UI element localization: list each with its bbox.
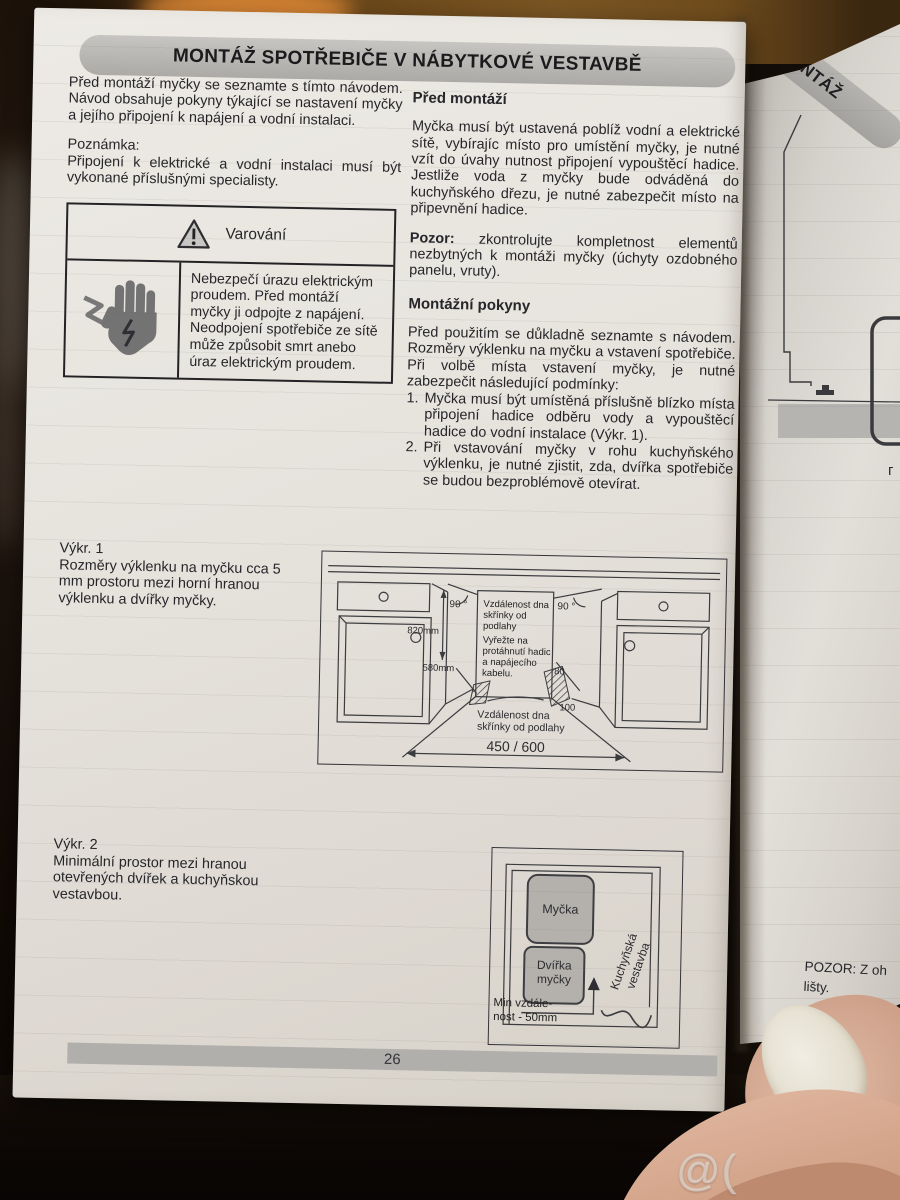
width-dim-label: 450 / 600 — [486, 738, 545, 755]
figure1-center-note: Vzdálenost dna skřínky od podlahy Vyřežt… — [482, 599, 560, 683]
instructions-intro: Před použitím se důkladně seznamte s náv… — [406, 324, 737, 394]
depth-dim-label: 580mm — [422, 663, 454, 675]
list-item: 1. Myčka musí být umístěná příslušně blí… — [406, 389, 735, 446]
list-item-number: 2. — [405, 439, 418, 456]
before-install-heading: Před montáží — [412, 89, 507, 109]
list-item-number: 1. — [406, 389, 419, 407]
manual-page: MONTÁŽ SPOTŘEBIČE V NÁBYTKOVÉ VESTAVBĚ P… — [12, 7, 747, 1112]
before-install-text: Myčka musí být ustavená poblíž vodní a e… — [410, 118, 741, 219]
instructions-heading: Montážní pokyny — [408, 295, 531, 315]
list-item-text: Při vstavování myčky v rohu kuchyňského … — [422, 439, 734, 493]
warning-body: Nebezpečí úrazu elektrickým proudem. Pře… — [64, 259, 393, 382]
warning-triangle-icon — [176, 218, 210, 249]
niche-dimensions-drawing: 90 ° 90 ° 820mm 580mm 80 100 Vzdálenost … — [328, 565, 721, 763]
warning-text: Nebezpečí úrazu elektrickým proudem. Pře… — [189, 270, 378, 373]
height-dim-label: 820mm — [407, 625, 439, 637]
warning-table: Varování — [62, 201, 397, 385]
list-item: 2. Při vstavování myčky v rohu kuchyňské… — [405, 439, 734, 495]
note-text: Připojení k elektrické a vodní instalaci… — [66, 153, 402, 190]
floor-note-line2: skřínky od podlahy — [477, 721, 566, 735]
door-clearance-drawing: Myčka Dvířka myčky Kuchyňská vestavba — [502, 863, 661, 1029]
watermark: @( Bazos.cz — [675, 1145, 862, 1200]
next-page: MONTÁŽ POZOR: Z oh lišty. г — [740, 24, 900, 1044]
dim-80-label: 80 — [554, 666, 565, 677]
warning-title: Varování — [225, 225, 287, 244]
min-distance-line2: nost - 50mm — [493, 1011, 558, 1025]
caution-text: zkontrolujte kompletnost elementů nezbyt… — [409, 231, 738, 281]
dim-100-label: 100 — [559, 702, 575, 713]
figure2-caption: Výkr. 2 Minimální prostor mezi hranou ot… — [52, 836, 301, 908]
figure2-diagram: Myčka Dvířka myčky Kuchyňská vestavba Mi… — [487, 846, 684, 1049]
figure1-diagram: 90 ° 90 ° 820mm 580mm 80 100 Vzdálenost … — [317, 550, 728, 773]
angle-left-label: 90 ° — [449, 599, 467, 610]
figure1-caption: Výkr. 1 Rozměry výklenku na myčku cca 5 … — [58, 540, 301, 612]
figure1-caption-text: Rozměry výklenku na myčku cca 5 mm prost… — [58, 556, 281, 610]
electric-shock-hand-icon — [64, 259, 182, 378]
warning-header: Varování — [67, 203, 395, 267]
center-note-line2: Vyřežte na protáhnutí hadic a napájecího… — [481, 634, 551, 680]
caution-paragraph: Pozor: zkontrolujte kompletnost elementů… — [409, 230, 738, 286]
min-distance-note: Min vzdále- nost - 50mm — [493, 996, 586, 1027]
page-number: 26 — [383, 1050, 401, 1069]
next-page-diagram-fragment — [767, 114, 900, 446]
door-label-line2: myčky — [537, 972, 571, 987]
right-column: Před montáží Myčka musí být ustavená pob… — [405, 89, 741, 495]
angle-right-label: 90 ° — [557, 601, 575, 612]
center-note-line1: Vzdálenost dna skřínky od podlahy — [482, 598, 550, 633]
list-item-text: Myčka musí být umístěná příslušně blízko… — [423, 390, 735, 444]
dishwasher-box-label: Myčka — [542, 902, 578, 917]
left-column: Před montáží myčky se seznamte s tímto n… — [62, 74, 403, 385]
intro-paragraph: Před montáží myčky se seznamte s tímto n… — [68, 74, 403, 129]
figure2-caption-text: Minimální prostor mezi hranou otevřených… — [52, 852, 259, 904]
caution-label: Pozor: — [409, 229, 455, 247]
floor-note-line1: Vzdálenost dna — [477, 709, 550, 722]
door-label-line1: Dvířka — [537, 958, 572, 973]
page-title-text: MONTÁŽ SPOTŘEBIČE V NÁBYTKOVÉ VESTAVBĚ — [172, 45, 642, 76]
next-page-letter-fragment: г — [888, 462, 894, 479]
